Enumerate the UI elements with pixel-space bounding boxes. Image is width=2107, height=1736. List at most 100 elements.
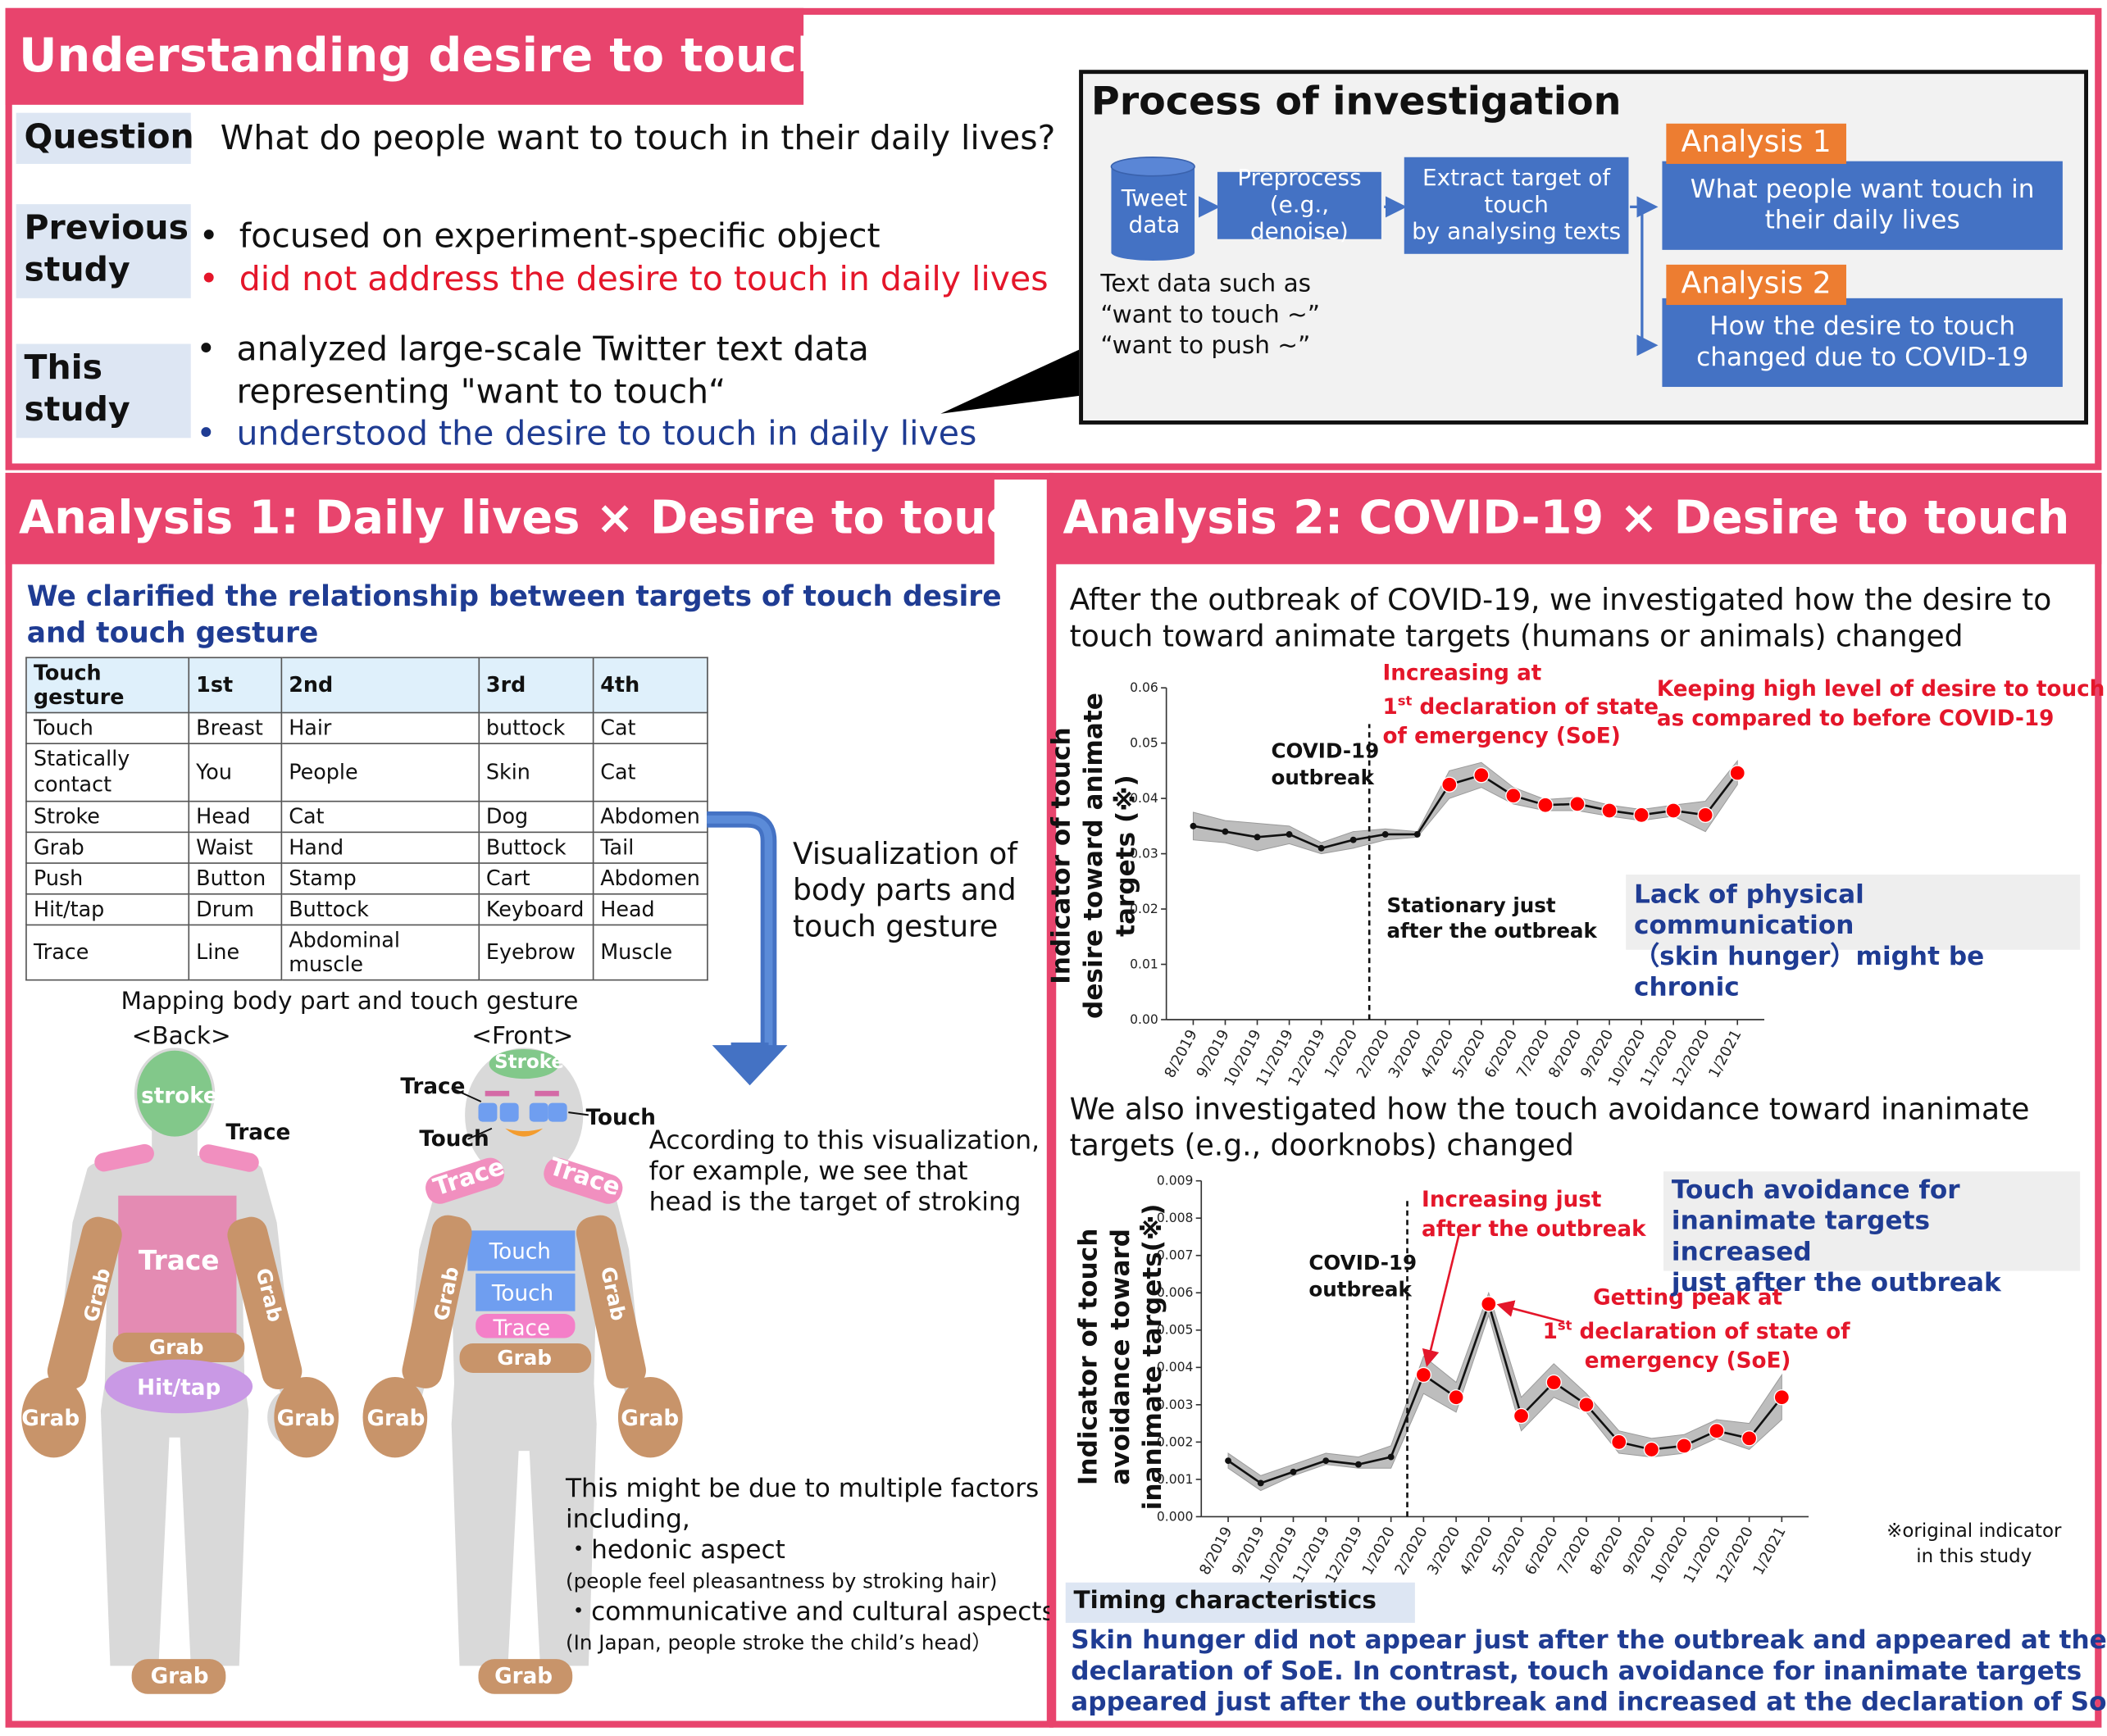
process-arrows [1198,196,1659,357]
extract-line2: touch [1484,192,1549,220]
chart2-avoidance-note: Touch avoidance for inanimate targets in… [1663,1171,2081,1297]
preprocess-box: Preprocess (e.g., denoise) [1217,166,1381,246]
chart1-keeping-note: Keeping high level of desire to touch as… [1657,675,2105,734]
data-point [1190,822,1197,829]
viz-line3: touch gesture [793,911,999,945]
text-note-line3: “want to push ~” [1100,331,1311,361]
chart-touch-avoidance: 0.0000.0010.0020.0030.0040.0050.0060.007… [1157,1174,1809,1583]
chart1-increasing-note: Increasing at 1st declaration of state o… [1383,658,1659,752]
c2-increasing-line1: Increasing just [1422,1186,1602,1212]
tweet-line2: data [1128,211,1181,239]
viz-line2: body parts and [793,874,1017,908]
question-label: Question [16,112,194,164]
analysis2-intro2: We also investigated how the touch avoid… [1070,1093,2030,1166]
c2-peak-line3: emergency (SoE) [1584,1347,1791,1374]
back-label-grab-ankle: Grab [150,1663,209,1689]
data-point [1317,844,1325,852]
data-point [1322,1457,1330,1465]
chart2-increasing-note: Increasing just after the outbreak [1422,1185,1645,1244]
table-cell: Hair [280,711,480,745]
table-cell: Head [592,893,708,926]
table-cell: People [280,743,480,802]
factors-text: This might be due to multiple factors in… [566,1474,1055,1659]
chart2-covid-label: COVID-19 outbreak [1308,1249,1418,1303]
chart2-peak-note: Getting peak at 1st declaration of state… [1542,1283,1850,1376]
peak-arrow [1496,1300,1565,1324]
c1-increasing-line3: of emergency (SoE) [1382,723,1621,749]
data-point-highlight [1569,796,1586,812]
visualization-text: Visualization of body parts and touch ge… [793,837,1017,946]
table-cell: Hit/tap [25,893,189,926]
analysis1-subtitle-line1: We clarified the relationship between ta… [26,580,1002,613]
table-cell: Grab [25,831,189,864]
data-point-highlight [1697,807,1713,824]
front-label-touch-chest: Touch [489,1238,551,1265]
c2-covid-line1: COVID-19 [1308,1250,1418,1275]
front-label-grab-waist: Grab [497,1346,552,1370]
table-cell: Keyboard [478,893,594,926]
timing-line2: declaration of SoE. In contrast, touch a… [1071,1656,2082,1686]
y-tick-label: 0.001 [1157,1472,1194,1487]
table-cell: You [188,743,283,802]
table-cell: Head [188,800,283,834]
table-header: 2nd [280,657,480,714]
table-cell: Button [188,862,283,895]
c2-ordinal-num: 1 [1542,1318,1558,1344]
table-cell: Cat [592,711,708,745]
data-point [1413,831,1421,838]
process-title: Process of investigation [1090,78,1622,124]
y-tick-label: 0.000 [1157,1509,1194,1524]
data-point [1222,828,1229,835]
data-point-highlight [1473,767,1490,784]
factors-line1: This might be due to multiple factors [566,1473,1040,1504]
data-point-highlight [1741,1430,1758,1447]
back-label-trace-back: Trace [138,1243,220,1277]
table-cell: Tail [592,831,708,864]
data-point-highlight [1441,776,1458,793]
c1-covid-line2: outbreak [1271,766,1374,790]
front-label-touch-face: Touch [585,1104,656,1130]
y-tick-label: 0.00 [1130,1012,1158,1027]
table-cell: Drum [188,893,283,926]
data-point [1349,836,1357,843]
data-point [1381,831,1389,838]
intro-line2: touch toward animate targets (humans or … [1069,620,1964,655]
c2-avoid-line2: inanimate targets increased [1671,1206,1931,1267]
previous-study-label: Previous study [16,204,191,298]
data-point-highlight [1665,802,1682,819]
c2-covid-line2: outbreak [1308,1277,1412,1302]
this-label-line1: This [24,348,103,388]
data-point [1257,1479,1264,1487]
this-label-line2: study [24,389,130,429]
data-point-highlight [1601,802,1618,819]
front-body-marks [362,1049,683,1694]
factors-line5: ・communicative and cultural aspects [566,1597,1055,1627]
preprocess-line1: Preprocess [1237,165,1362,193]
y-tick-label: 0.01 [1130,957,1158,971]
chart1-stationary-note: Stationary just after the outbreak [1386,893,1596,944]
data-point-highlight [1611,1434,1627,1451]
y-tick-label: 0.005 [1157,1323,1194,1338]
data-point [1286,831,1293,838]
back-label-grab-hand-right: Grab [276,1405,335,1431]
c2-avoid-line3: just after the outbreak [1671,1268,2001,1298]
according-line2: for example, we see that [648,1157,968,1187]
section-title-analysis2: Analysis 2: COVID-19 × Desire to touch [1049,472,2102,565]
c1-stationary-line1: Stationary just [1386,893,1556,918]
extract-box: Extract target of touch by analysing tex… [1404,157,1629,254]
y-tick-label: 0.002 [1157,1434,1194,1449]
data-point [1290,1468,1297,1475]
table-cell: Statically contact [25,743,189,802]
y-tick-label: 0.04 [1130,791,1158,806]
factors-line4: (people feel pleasantness by stroking ha… [566,1569,998,1593]
front-label-touch-abdomen: Touch [491,1279,554,1307]
table-cell: Muscle [592,924,708,981]
table-cell: Hand [280,831,480,864]
data-point [1354,1461,1362,1468]
table-cell: Push [25,862,189,895]
c1-keeping-line2: as compared to before COVID-19 [1656,705,2055,731]
front-label-stroke: Stroke [494,1052,564,1074]
